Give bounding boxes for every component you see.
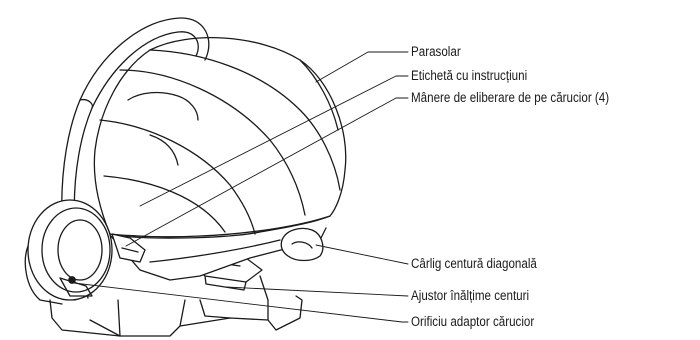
leader-canopy bbox=[315, 51, 409, 83]
handle-pivot bbox=[24, 199, 113, 305]
seat-base bbox=[49, 275, 303, 337]
callout-harness-height-adjuster: Ajustor înălțime centuri bbox=[411, 288, 530, 303]
callout-instruction-label: Etichetă cu instrucțiuni bbox=[411, 68, 528, 83]
belt-hook-shape bbox=[280, 227, 324, 262]
leader-release-handles bbox=[125, 97, 409, 247]
release-handle-shape bbox=[111, 233, 146, 263]
leader-instruction-label bbox=[139, 75, 409, 207]
callout-stroller-release-handles: Mânere de eliberare de pe cărucior (4) bbox=[411, 90, 610, 105]
leader-harness-adjuster bbox=[225, 286, 409, 297]
callout-shoulder-belt-hook: Cârlig centură diagonală bbox=[411, 256, 537, 271]
callout-canopy: Parasolar bbox=[411, 44, 461, 59]
leader-adapter-hole bbox=[73, 282, 409, 323]
leader-belt-hook bbox=[315, 244, 409, 265]
leader-lines bbox=[73, 51, 409, 323]
canopy-shape bbox=[93, 37, 347, 238]
callout-stroller-adapter-hole: Orificiu adaptor cărucior bbox=[411, 314, 535, 329]
